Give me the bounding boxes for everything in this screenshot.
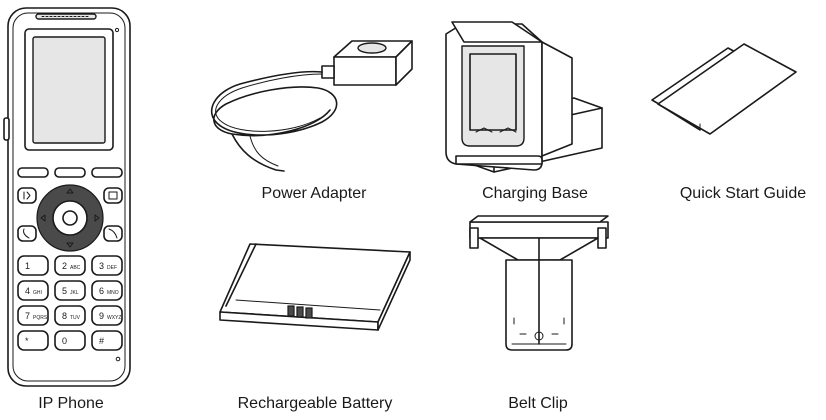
key-letters: JKL (70, 290, 79, 296)
key-digit: 3 (99, 261, 104, 271)
key-digit: 5 (62, 286, 67, 296)
key-digit: # (99, 336, 104, 346)
key-letters: PQRS (33, 315, 48, 321)
key-2 (54, 255, 86, 276)
key-4 (17, 280, 49, 301)
key-letters: GHI (33, 290, 42, 296)
key-11 (54, 330, 86, 351)
key-digit: 0 (62, 336, 67, 346)
charging-base-caption: Charging Base (482, 185, 588, 202)
key-letters: ABC (70, 265, 81, 271)
ip-phone-caption: IP Phone (38, 395, 104, 412)
key-digit: 9 (99, 311, 104, 321)
power-adapter-caption: Power Adapter (261, 185, 367, 202)
key-1 (17, 255, 49, 276)
key-3 (91, 255, 123, 276)
key-8 (54, 305, 86, 326)
rechargeable-battery-caption: Rechargeable Battery (237, 395, 393, 412)
key-7 (17, 305, 49, 326)
key-9 (91, 305, 123, 326)
quick-start-guide-caption: Quick Start Guide (679, 185, 807, 202)
key-letters: TUV (70, 315, 81, 321)
key-digit: 2 (62, 261, 67, 271)
key-12 (91, 330, 123, 351)
key-letters: DEF (107, 265, 117, 271)
key-digit: 7 (25, 311, 30, 321)
key-10 (17, 330, 49, 351)
key-5 (54, 280, 86, 301)
key-digit: 6 (99, 286, 104, 296)
key-digit: 1 (25, 261, 30, 271)
key-6 (91, 280, 123, 301)
key-digit: 8 (62, 311, 67, 321)
key-digit: 4 (25, 286, 30, 296)
key-letters: MNO (107, 290, 119, 296)
belt-clip-caption: Belt Clip (508, 395, 568, 412)
key-digit: * (25, 336, 29, 346)
key-letters: WXYZ (107, 315, 121, 321)
